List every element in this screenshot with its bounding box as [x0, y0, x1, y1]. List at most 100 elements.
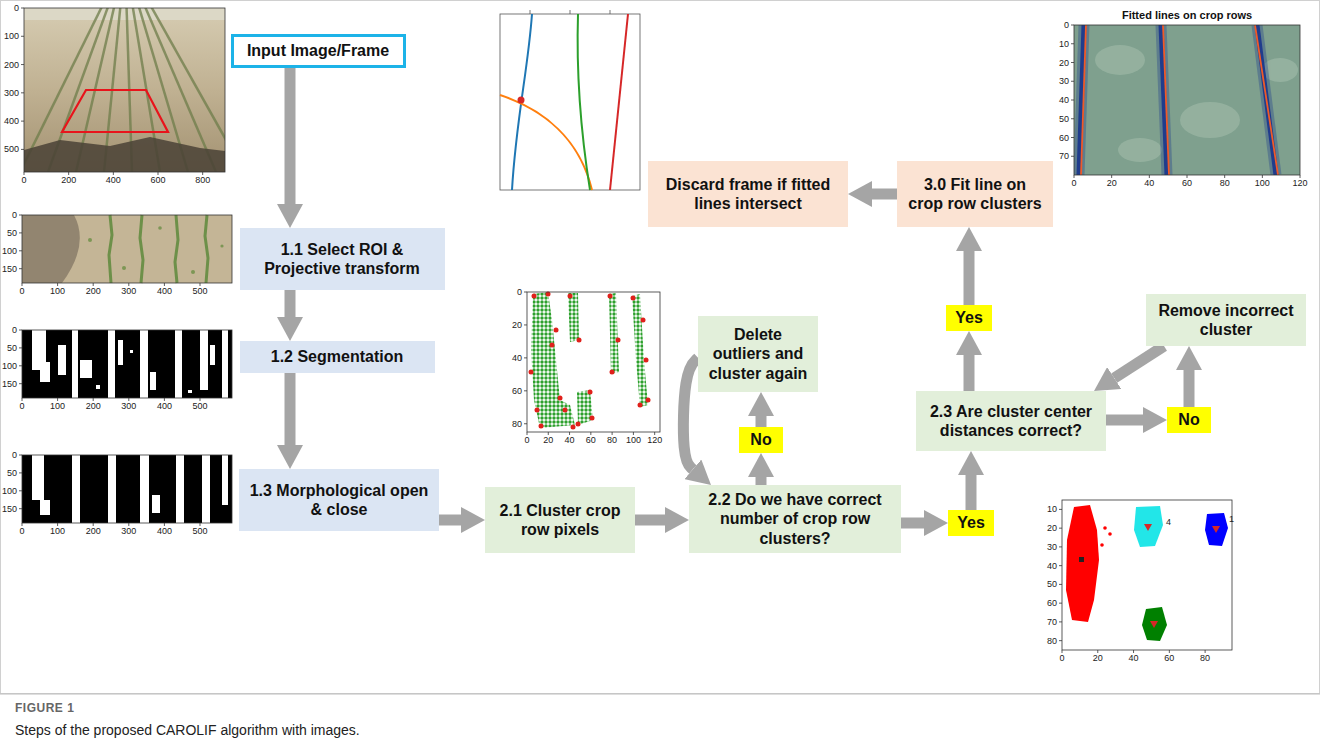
intersection-plot — [610, 14, 628, 190]
morphology-image — [22, 455, 232, 523]
flow-arrow — [872, 189, 897, 200]
cluster-scatter — [535, 408, 540, 413]
tick-mark — [158, 172, 159, 175]
tick-mark — [1059, 565, 1062, 566]
axis-tick-label: 0 — [12, 211, 17, 220]
axis-tick-label: 50 — [7, 343, 17, 352]
morphology-image — [32, 455, 44, 500]
answer-tag: No — [1167, 407, 1211, 433]
tick-mark — [548, 432, 549, 435]
segmentation-image — [140, 330, 148, 398]
tick-mark — [1187, 175, 1188, 178]
morphology-image — [108, 455, 116, 523]
axis-tick-label: 40 — [1129, 654, 1139, 663]
roi-image — [175, 215, 178, 283]
answer-tag: No — [739, 427, 783, 453]
cluster-scatter — [590, 416, 595, 421]
tick-mark — [524, 292, 527, 293]
cluster-result-plot — [1066, 505, 1099, 622]
axis-tick-label: 120 — [647, 436, 662, 445]
tick-mark — [1071, 100, 1074, 101]
morphology-image — [40, 500, 50, 515]
tick-mark — [524, 390, 527, 391]
segmentation-image — [22, 330, 232, 398]
fitted-lines-image — [1074, 25, 1300, 175]
intersection-plot — [530, 10, 531, 14]
axis-tick-label: 80 — [607, 436, 617, 445]
tick-mark — [1097, 650, 1098, 653]
cluster-result-plot — [1062, 500, 1232, 650]
tick-mark — [524, 423, 527, 424]
flow-arrow — [1106, 415, 1143, 426]
flow-arrow — [683, 358, 698, 470]
cluster-number: 4 — [1166, 518, 1171, 527]
cluster-scatter — [616, 338, 621, 343]
cluster-scatter — [608, 294, 613, 299]
box-text: 3.0 Fit line on crop row clusters — [905, 175, 1045, 213]
axis-tick-label: 150 — [2, 504, 17, 513]
flow-arrow — [285, 68, 296, 204]
input-box: Input Image/Frame — [231, 34, 406, 68]
tick-mark — [57, 283, 58, 286]
tick-mark — [1074, 175, 1075, 178]
axis-tick-label: 50 — [1047, 580, 1057, 589]
axis-tick-label: 200 — [86, 287, 101, 296]
axis-tick-label: 200 — [61, 176, 76, 185]
axis-tick-label: 400 — [4, 117, 19, 126]
box-text: 1.2 Segmentation — [271, 347, 403, 366]
tick-mark — [1062, 650, 1063, 653]
axis-tick-label: 0 — [19, 527, 24, 536]
tick-mark — [57, 398, 58, 401]
tick-mark — [524, 357, 527, 358]
tick-mark — [21, 36, 24, 37]
box-text: Yes — [955, 308, 983, 327]
tick-mark — [21, 92, 24, 93]
tick-mark — [1059, 603, 1062, 604]
axis-tick-label: 0 — [21, 176, 26, 185]
morphology-image — [202, 455, 210, 523]
fitted-lines-image — [1163, 25, 1169, 175]
cluster-scatter — [527, 292, 660, 432]
axis-tick-label: 300 — [121, 402, 136, 411]
box-text: 2.1 Cluster crop row pixels — [493, 501, 627, 539]
fitted-lines-image — [1180, 102, 1240, 138]
axis-tick-label: 300 — [4, 88, 19, 97]
fitted-lines-image — [1118, 138, 1162, 162]
cluster-result-plot — [1144, 524, 1220, 628]
axis-tick-label: 300 — [121, 527, 136, 536]
tick-mark — [57, 523, 58, 526]
axis-tick-label: 100 — [626, 436, 641, 445]
tick-mark — [654, 432, 655, 435]
segmentation-image — [188, 390, 192, 393]
input-photo — [24, 137, 225, 172]
tick-mark — [1224, 175, 1225, 178]
axis-tick-label: 70 — [1047, 617, 1057, 626]
tick-mark — [1059, 621, 1062, 622]
cluster-scatter — [588, 390, 593, 395]
cluster-scatter — [558, 396, 563, 401]
cluster-scatter — [638, 403, 643, 408]
axis-tick-label: 100 — [2, 486, 17, 495]
roi-image — [88, 226, 224, 274]
roi-image — [22, 215, 80, 283]
intersection-plot — [570, 10, 571, 14]
process-box: Delete outliers and cluster again — [698, 316, 818, 392]
tick-mark — [1071, 118, 1074, 119]
cluster-scatter — [644, 358, 649, 363]
axis-tick-label: 60 — [586, 436, 596, 445]
segmentation-image — [96, 385, 100, 389]
tick-mark — [19, 472, 22, 473]
cluster-scatter — [527, 292, 660, 432]
input-photo — [24, 8, 225, 172]
tick-mark — [1262, 175, 1263, 178]
tick-mark — [590, 432, 591, 435]
tick-mark — [200, 283, 201, 286]
input-photo — [24, 8, 225, 172]
morphology-image — [22, 455, 232, 523]
tick-mark — [1059, 584, 1062, 585]
process-box: Discard frame if fitted lines intersect — [648, 161, 848, 227]
axis-tick-label: 60 — [1164, 654, 1174, 663]
flow-arrow — [964, 251, 975, 305]
cluster-scatter — [568, 294, 573, 299]
